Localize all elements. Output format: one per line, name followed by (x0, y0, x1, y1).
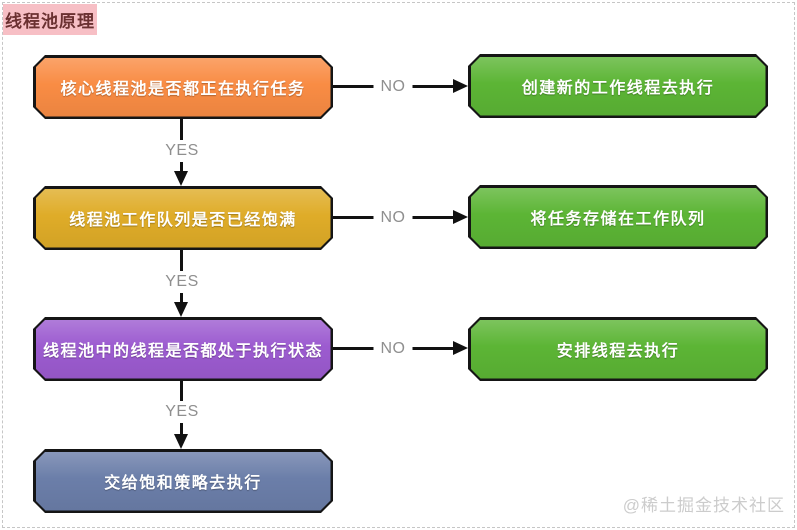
edge-label-yes: YES (158, 401, 206, 423)
node-label: 交给饱和策略去执行 (104, 475, 262, 492)
arrowhead-right-icon (453, 79, 468, 93)
arrowhead-right-icon (453, 210, 468, 224)
node-create-worker-result: 创建新的工作线程去执行 (468, 54, 768, 118)
node-store-in-queue-result: 将任务存储在工作队列 (468, 185, 768, 249)
node-fill (471, 188, 766, 247)
edge-label-no: NO (373, 338, 413, 360)
node-fill (471, 57, 766, 116)
node-queue-full-question: 线程池工作队列是否已经饱满 (33, 186, 333, 250)
node-core-pool-question: 核心线程池是否都正在执行任务 (33, 55, 333, 119)
node-fill (471, 320, 766, 379)
edge-label-no: NO (373, 207, 413, 229)
node-label: 核心线程池是否都正在执行任务 (60, 81, 306, 98)
node-saturation-policy-terminal: 交给饱和策略去执行 (33, 449, 333, 513)
arrowhead-down-icon (174, 171, 188, 186)
edge-label-no: NO (373, 76, 413, 98)
edge-label-yes: YES (158, 140, 206, 162)
node-fill (36, 452, 331, 511)
node-label: 安排线程去执行 (556, 343, 680, 360)
node-label: 线程池工作队列是否已经饱满 (69, 212, 297, 229)
node-fill (36, 189, 331, 248)
node-schedule-thread-result: 安排线程去执行 (468, 317, 768, 381)
node-all-threads-busy-question: 线程池中的线程是否都处于执行状态 (33, 317, 333, 381)
arrowhead-down-icon (174, 434, 188, 449)
edge-label-yes: YES (158, 271, 206, 293)
watermark: @稀土掘金技术社区 (622, 496, 785, 515)
arrowhead-right-icon (453, 341, 468, 355)
node-label: 创建新的工作线程去执行 (521, 80, 715, 97)
node-label: 将任务存储在工作队列 (530, 211, 706, 228)
node-fill (36, 58, 331, 117)
arrowhead-down-icon (174, 302, 188, 317)
node-label: 线程池中的线程是否都处于执行状态 (42, 343, 323, 360)
diagram-title: 线程池原理 (3, 4, 97, 35)
node-fill (36, 320, 331, 379)
